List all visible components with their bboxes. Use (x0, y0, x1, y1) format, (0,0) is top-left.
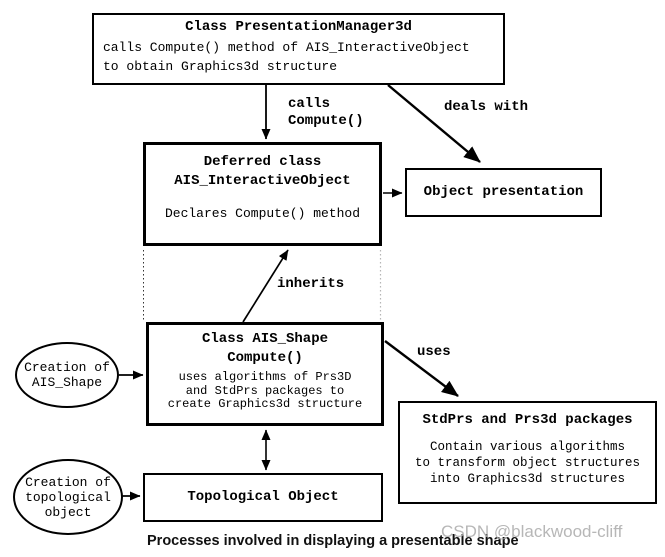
deferred-class-description: Declares Compute() method (164, 206, 361, 221)
box-presentation-manager: Class PresentationManager3d calls Comput… (92, 13, 505, 85)
topological-object-title: Topological Object (187, 489, 339, 505)
box-object-presentation: Object presentation (405, 168, 602, 217)
stdprs-packages-title: StdPrs and Prs3d packages (422, 412, 633, 428)
arrow-deals-with (387, 84, 481, 163)
stdprs-packages-description: Contain various algorithms to transform … (414, 440, 641, 486)
box-deferred-class: Deferred class AIS_InteractiveObject Dec… (143, 142, 382, 246)
arrow-inherits (242, 249, 289, 323)
presentation-manager-title: Class PresentationManager3d (185, 19, 412, 35)
edge-label-uses: uses (417, 344, 451, 360)
diagram-caption: Processes involved in displaying a prese… (147, 533, 519, 549)
arrow-uses (384, 340, 459, 397)
ellipse-creation-ais-shape: Creation of AIS_Shape (15, 342, 119, 408)
edge-label-deals-with: deals with (444, 99, 529, 115)
box-topological-object: Topological Object (143, 473, 383, 522)
ellipse-creation-topological-object: Creation of topological object (13, 459, 123, 535)
ais-shape-title: Class AIS_Shape Compute() (201, 331, 329, 366)
box-ais-shape: Class AIS_Shape Compute() uses algorithm… (146, 322, 384, 426)
deferred-class-title: Deferred class AIS_InteractiveObject (174, 154, 351, 189)
edge-label-inherits: inherits (277, 276, 345, 292)
edge-label-calls-compute: calls Compute() (288, 96, 364, 129)
object-presentation-title: Object presentation (423, 184, 584, 200)
presentation-manager-description: calls Compute() method of AIS_Interactiv… (103, 40, 470, 74)
watermark: CSDN @blackwood-cliff (441, 522, 623, 541)
box-stdprs-packages: StdPrs and Prs3d packages Contain variou… (398, 401, 657, 504)
ais-shape-description: uses algorithms of Prs3D and StdPrs pack… (167, 370, 363, 411)
